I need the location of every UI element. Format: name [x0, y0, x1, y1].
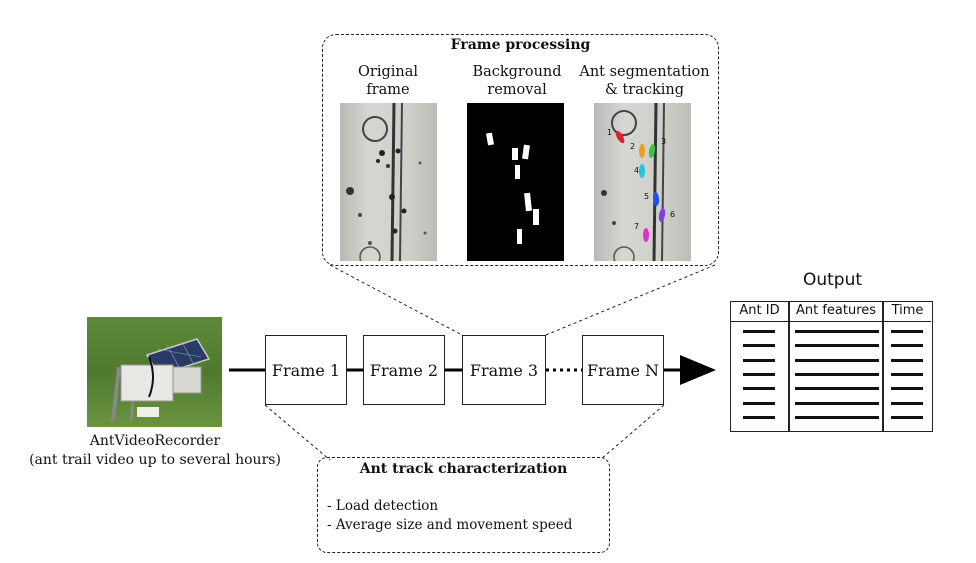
frame-1-box: Frame 1 [265, 335, 347, 405]
recorder-photo [87, 317, 222, 427]
output-row-placeholder [891, 372, 923, 376]
characterization-item-size-speed: - Average size and movement speed [327, 517, 573, 533]
track-id-label: 5 [644, 192, 649, 201]
output-row-placeholder [743, 372, 775, 376]
output-row-placeholder [891, 387, 923, 391]
segmentation-tracking-image: 1 2 3 4 5 6 7 [594, 103, 691, 261]
output-row-placeholder [795, 358, 879, 362]
output-row-placeholder [795, 387, 879, 391]
header-ant-features: Ant features [795, 303, 877, 318]
output-row-placeholder [795, 401, 879, 405]
tracked-ant-marker [643, 228, 649, 242]
output-row-placeholder [743, 344, 775, 348]
track-id-label: 4 [634, 166, 639, 175]
tracked-ant-marker [639, 144, 645, 158]
original-frame-image [340, 103, 437, 261]
output-row-placeholder [795, 330, 879, 333]
char-left-line [264, 404, 331, 461]
output-table: Ant ID Ant features Time [730, 301, 933, 432]
output-header-row: Ant ID Ant features Time [731, 302, 931, 322]
recorder-description: (ant trail video up to several hours) [29, 452, 281, 468]
frame-n-box: Frame N [582, 335, 664, 405]
output-row-placeholder [743, 387, 775, 391]
frame-processing-title: Frame processing [450, 37, 591, 53]
track-id-label: 3 [661, 137, 666, 146]
tracked-ant-marker [652, 192, 660, 206]
background-removal-image [467, 103, 564, 261]
output-row-placeholder [743, 401, 775, 405]
panel-background-label: Background removal [472, 64, 562, 98]
panel-segmentation-label: Ant segmentation & tracking [579, 64, 710, 98]
output-title: Output [802, 270, 863, 290]
recorder-name: AntVideoRecorder [89, 433, 221, 449]
output-row-placeholder [743, 415, 775, 419]
callout-right-line [545, 264, 716, 336]
frame-processing-box [322, 34, 719, 266]
frame-3-box: Frame 3 [462, 335, 546, 405]
output-row-placeholder [891, 358, 923, 362]
output-row-placeholder [891, 330, 923, 333]
track-id-label: 7 [634, 222, 639, 231]
output-row-placeholder [891, 415, 923, 419]
output-row-placeholder [795, 415, 879, 419]
header-ant-id: Ant ID [739, 303, 780, 318]
characterization-item-load: - Load detection [327, 498, 439, 514]
track-id-label: 1 [607, 128, 612, 137]
frame-2-box: Frame 2 [363, 335, 445, 405]
output-row-placeholder [795, 372, 879, 376]
output-row-placeholder [743, 330, 775, 333]
column-divider-1 [788, 302, 790, 431]
char-right-line [599, 404, 665, 461]
column-divider-2 [882, 302, 884, 431]
output-row-placeholder [891, 344, 923, 348]
output-row-placeholder [795, 344, 879, 348]
track-id-label: 2 [630, 142, 635, 151]
header-time: Time [891, 303, 924, 318]
track-id-label: 6 [670, 210, 675, 219]
tracked-ant-marker [615, 130, 625, 144]
panel-original-label: Original frame [358, 64, 418, 98]
tracked-ant-marker [639, 164, 645, 178]
callout-left-line [329, 264, 463, 336]
characterization-title: Ant track characterization [359, 461, 568, 477]
tracked-ant-marker [648, 144, 656, 158]
characterization-box [317, 457, 610, 553]
output-row-placeholder [891, 401, 923, 405]
tracked-ant-marker [658, 208, 666, 222]
output-row-placeholder [743, 358, 775, 362]
